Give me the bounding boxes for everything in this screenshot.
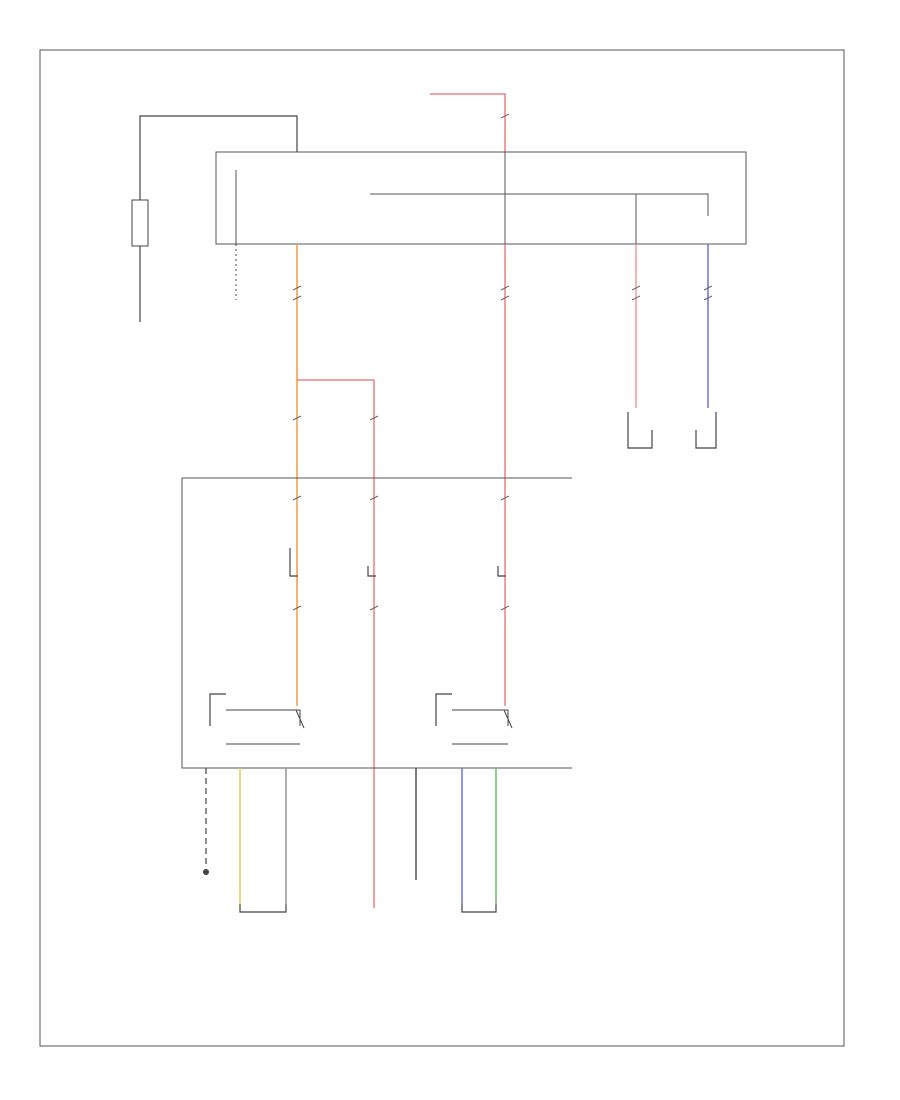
wire-break-marks (292, 113, 713, 611)
fuse-feed-wire (139, 115, 298, 200)
relay-coil-1 (289, 548, 298, 577)
motor-right-icon (461, 904, 497, 913)
switch-right (435, 693, 513, 745)
connector-right-icon (695, 412, 717, 449)
relay-block-box (181, 477, 572, 769)
relay-coil-3 (497, 566, 506, 577)
module-internal-bus (370, 193, 709, 216)
fuse-icon (131, 199, 149, 247)
relay-coil-2 (367, 566, 376, 577)
diagram-border (39, 49, 845, 1047)
connector-left-icon (627, 412, 653, 449)
motor-left-icon (239, 904, 287, 913)
switch-left (209, 693, 305, 745)
ground-left-icon (203, 869, 209, 875)
red-branch-wire (297, 379, 375, 908)
top-feed-wire (430, 93, 506, 152)
control-module-box (215, 151, 747, 245)
